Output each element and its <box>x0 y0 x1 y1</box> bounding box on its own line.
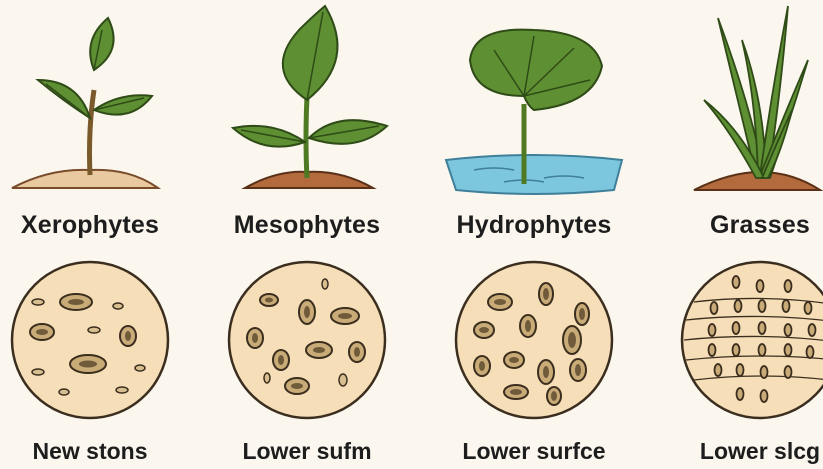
stoma <box>291 383 303 389</box>
sand-mound <box>12 170 158 188</box>
stoma <box>278 355 284 365</box>
stoma <box>509 357 519 363</box>
plant-title: Grasses <box>660 211 823 240</box>
stem <box>90 90 95 175</box>
leaf-surface-disc <box>660 260 823 420</box>
stoma <box>543 288 549 300</box>
panel-xerophytes: Xerophytes New stons <box>0 0 190 469</box>
stoma <box>68 299 84 305</box>
plant-title: Mesophytes <box>207 211 407 240</box>
leaf-surface-disc <box>0 260 190 420</box>
stoma <box>568 332 576 348</box>
stoma <box>125 331 131 341</box>
stoma <box>79 361 97 368</box>
surface-caption: Lower sufm <box>207 438 407 465</box>
panel-hydrophytes: Hydrophytes Lower surfce <box>434 0 634 469</box>
leaf-surface-disc <box>207 260 407 420</box>
hydrophyte-plant-illustration <box>434 0 634 200</box>
stoma <box>304 306 310 318</box>
leaf-surface-disc <box>434 260 634 420</box>
leaf-left <box>233 126 305 147</box>
panel-mesophytes: Mesophytes Lower sufm <box>207 0 407 469</box>
stoma <box>543 366 549 378</box>
stoma <box>494 299 506 305</box>
stoma <box>551 391 557 401</box>
surface-caption: New stons <box>0 438 190 465</box>
plant-title: Hydrophytes <box>434 211 634 240</box>
stoma <box>479 327 489 333</box>
stoma <box>252 333 258 343</box>
lily-pad-leaf <box>470 30 602 110</box>
surface-caption: Lower surfce <box>434 438 634 465</box>
mesophyte-plant-illustration <box>207 0 407 200</box>
stoma <box>510 389 522 395</box>
stem <box>306 96 307 178</box>
panel-grasses: Grasses Lower slcg <box>660 0 823 469</box>
stoma <box>313 347 325 353</box>
stoma <box>338 313 352 319</box>
plant-title: Xerophytes <box>0 211 190 240</box>
stoma <box>579 308 585 320</box>
stoma <box>525 320 531 332</box>
grass-plant-illustration <box>660 0 823 200</box>
grass-blades <box>704 6 808 178</box>
stoma <box>36 329 48 335</box>
stoma <box>354 347 360 357</box>
surface-caption: Lower slcg <box>660 438 823 465</box>
stoma <box>265 298 273 303</box>
water-surface <box>446 155 622 194</box>
stoma <box>575 364 581 376</box>
leaf-top <box>90 18 113 70</box>
stoma <box>479 361 485 371</box>
xerophyte-plant-illustration <box>0 0 190 200</box>
